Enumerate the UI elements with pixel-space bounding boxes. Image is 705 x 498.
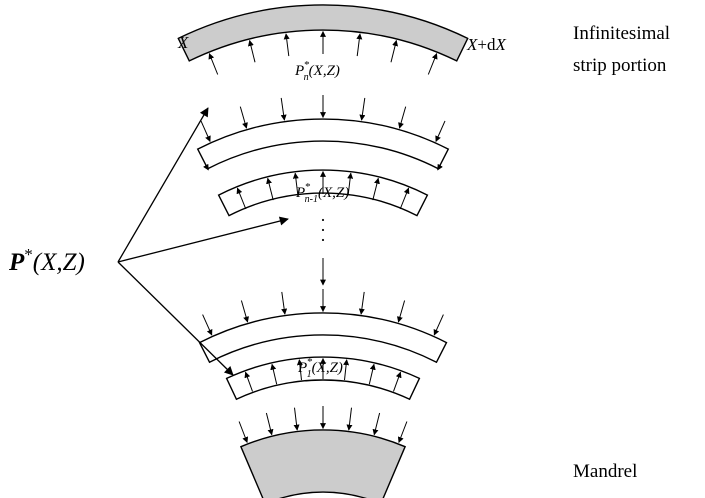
ellipsis-dot: · (320, 210, 326, 230)
strip-title-line2: strip portion (573, 55, 667, 76)
pressure-arrow (266, 177, 274, 201)
pressure-arrows (200, 30, 446, 444)
pressure-arrow (283, 33, 290, 57)
pressure-arrow (270, 363, 278, 385)
pressure-arrow (398, 106, 407, 129)
pressure-arrow (346, 407, 353, 431)
pressure-arrow (292, 172, 299, 196)
pressure-arrow (236, 187, 247, 210)
pressure-arrow (296, 359, 303, 381)
pressure-arrow (399, 187, 410, 210)
pressure-arrow (437, 163, 443, 171)
pressure-label-main: P*(X,Z) (8, 245, 85, 276)
pressure-arrow (433, 314, 444, 336)
pressure-arrow (393, 371, 402, 392)
pressure-arrow (265, 412, 274, 436)
pointer-arrow-bottom (117, 261, 234, 376)
pointer-arrow-top (117, 107, 209, 263)
pressure-arrow (238, 421, 249, 444)
pointer-arrow-middle (117, 216, 289, 263)
layer-1 (225, 356, 421, 401)
pressure-arrow (347, 172, 354, 196)
pressure-arrow (372, 412, 381, 436)
pressure-arrow (435, 120, 446, 143)
label-x-plus-dx: X+dX (466, 35, 506, 54)
layer-n-minus-1 (217, 169, 429, 217)
pressure-arrow (203, 163, 209, 171)
layers (177, 4, 469, 498)
pressure-arrow (397, 421, 408, 444)
top-strip-layer (177, 4, 469, 62)
pressure-arrow (397, 300, 406, 323)
label-x-left: X (177, 33, 189, 52)
strip-title-line1: Infinitesimal (573, 23, 670, 44)
layer-2 (198, 312, 448, 364)
pressure-arrow (240, 300, 249, 323)
pointer-arrows (117, 107, 289, 376)
pressure-arrow (239, 106, 248, 129)
pressure-arrow (372, 177, 380, 201)
ellipsis: · · · (320, 210, 326, 250)
pressure-arrow (247, 39, 256, 63)
pressure-arrow (200, 120, 211, 143)
pressure-arrow (281, 291, 288, 315)
pressure-arrow (390, 39, 399, 63)
pressure-arrow (293, 407, 300, 431)
ellipsis-dot: · (320, 230, 326, 250)
pressure-arrow (356, 33, 363, 57)
pressure-arrow (368, 363, 376, 385)
mandrel-layer (239, 429, 407, 498)
pressure-arrow (202, 314, 213, 336)
mandrel-label: Mandrel (573, 461, 637, 482)
pressure-arrow (244, 371, 253, 392)
pressure-label-1: P*1(X,Z) (297, 356, 343, 380)
pressure-arrow (359, 97, 366, 121)
pressure-label-n-minus-1: P*n-1(X,Z) (295, 181, 349, 205)
layer-n (196, 118, 450, 170)
pressure-arrow (280, 97, 287, 121)
pressure-arrow (358, 291, 365, 315)
pressure-arrow (343, 359, 350, 381)
pressure-label-n: P*n(X,Z) (294, 59, 340, 83)
pressure-arrow (208, 53, 219, 75)
ellipsis-dot: · (320, 220, 326, 240)
pressure-arrow (427, 53, 438, 75)
